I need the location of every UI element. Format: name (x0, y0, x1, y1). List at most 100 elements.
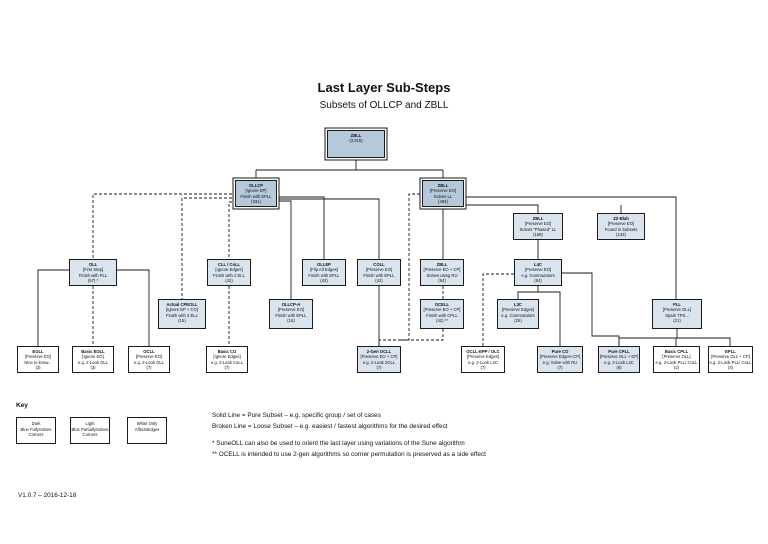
node-line: OCLL-EPP / OLC (466, 349, 500, 354)
node-line: [Preserve Edges+CP] (539, 354, 581, 360)
node-line: COLL (373, 262, 385, 267)
node-line: (21) (673, 318, 681, 324)
node-line: e.g. Commutators (521, 272, 555, 278)
node-line: e.g. 2-Look PLL/ CoLL (655, 359, 698, 365)
node-line: 2-Gen OCLL (366, 349, 392, 354)
dash-ocell-2gen (401, 329, 444, 341)
node-line: (84) (534, 278, 542, 284)
node-line: (7) (557, 365, 563, 371)
key-white: White Only AffectsEdges (127, 417, 167, 444)
node-line: [Preserve EO] (607, 221, 635, 227)
node-line: [Ignore Edges] (213, 354, 241, 360)
node-line: Only Affects (134, 421, 158, 432)
line-l4c-pure-co (538, 291, 561, 346)
node-line: Finish with EPLL (240, 193, 272, 199)
node-line: [Preserve EO] (524, 267, 552, 273)
node-line: Solves using RU (426, 272, 458, 278)
node-line: [Preserve EO + CP] (423, 267, 461, 273)
node-line: Partially (81, 426, 96, 432)
note-broken-line: Broken Line = Loose Subset – e.g. easies… (212, 423, 448, 430)
line-pll-children (618, 329, 731, 346)
node-line: e.g. Solve with RU (542, 359, 578, 365)
node-line: Light Blue (71, 421, 95, 432)
node-line: e.g. 2-Look OLL (133, 359, 165, 365)
node-line: Solves LL (433, 193, 453, 199)
node-line: (43) (320, 278, 328, 284)
node-line: [Preserve EO + CP] (360, 354, 398, 360)
node-line: (3,915) (349, 138, 363, 144)
node-line: e.g. 2-Look L4C (468, 359, 498, 365)
node-coll: COLL[Preserve EO]Finish with EPLL(42) (357, 259, 401, 286)
node-line: Basic CO (217, 349, 237, 354)
page-title: Last Layer Sub-Steps (317, 80, 451, 95)
node-line: EOLL (32, 349, 44, 354)
dash-ollcp-oll (92, 193, 242, 259)
node-actual-cpeoll: Actual CPEOLL[Ignore EP + CO]Finish with… (158, 299, 206, 329)
node-ollcp-a: OLLCP-A[Preserve EO]Finish with EPLL(15) (269, 299, 313, 329)
node-basic-cpll: Basic CPLL[Preserve OLL]e.g. 2-Look PLL/… (653, 346, 700, 373)
node-2gen-ocll: 2-Gen OCLL[Preserve EO + CP]e.g. 2-Look … (357, 346, 401, 373)
node-line: Finish with 2 ELL (166, 312, 198, 318)
node-line: Basic EOLL (81, 349, 105, 354)
node-line: Finish with EPLL (275, 312, 307, 318)
node-line: Basic CPLL (664, 349, 689, 354)
node-line: [Ignore EO] (82, 354, 104, 360)
node-line: EPLL (725, 349, 736, 354)
node-pll: PLL[Preserve OLL]Spark TPS...(21) (652, 299, 702, 329)
node-line: [Preserve EO] (277, 307, 305, 313)
node-line: OLLCP (248, 183, 264, 188)
node-line: ZBLL (532, 216, 544, 221)
key-light-blue: Light Blue PartiallySolves Corners (70, 417, 110, 444)
node-line: OLLEP (317, 262, 331, 267)
node-line: (42) ** (436, 318, 448, 324)
node-line: [Preserve EO] (429, 188, 457, 194)
node-line: Solves Corners (28, 426, 52, 438)
node-line: [Preserve EO] (135, 354, 163, 360)
node-line: (133) (616, 232, 626, 238)
node-zbll: ZBLL[Preserve EO]Solves LL(493) (422, 180, 464, 207)
node-line: Fully (30, 426, 39, 432)
line-ollcp-a (277, 200, 292, 299)
node-line: [Preserve OLL + CP] (711, 354, 750, 360)
dash-ollcp-cll (228, 201, 242, 259)
node-line: [Preserve Edges] (466, 354, 500, 360)
node-line: OCLL (143, 349, 155, 354)
node-line: [First Step] (82, 267, 104, 273)
node-epll: EPLL[Preserve OLL + CP]e.g. 2-Look PLL/ … (708, 346, 753, 373)
node-eoll: EOLL[Preserve EO]Nice to know...(3) (17, 346, 59, 373)
node-line: e.g. 2-Look 2GLL (362, 359, 396, 365)
line-top (255, 158, 444, 180)
node-line: (331) (251, 199, 261, 205)
node-line: [Preserve EO + CP] (423, 307, 461, 313)
node-line: Pure CO (551, 349, 569, 354)
node-line: ZBLL (350, 133, 362, 138)
node-ocll-epp: OCLL-EPP / OLC[Preserve Edges]e.g. 2-Loo… (461, 346, 505, 373)
node-line: Spark TPS... (665, 312, 689, 318)
node-line: ZZ-Blah (613, 216, 629, 221)
node-line: (169) (533, 232, 543, 238)
node-line: (4) (727, 365, 734, 371)
node-line: Pure CPLL (608, 349, 630, 354)
node-line: (3) (90, 365, 96, 371)
node-line: e.g. Commutators (501, 312, 535, 318)
node-line: (42) (225, 278, 233, 284)
page-subtitle: Subsets of OLLCP and ZBLL (319, 100, 449, 111)
node-line: Finish with EPLL (363, 272, 395, 278)
node-line: Solves "Phased" LL (519, 226, 557, 232)
node-pure-cpll: Pure CPLL[Preserve OLL + EP]e.g. 2-Look … (598, 346, 640, 373)
version-label: V1.0.7 – 2016-12-18 (18, 492, 77, 499)
node-line: (26) (514, 318, 522, 324)
node-line: ZBLL (436, 262, 448, 267)
node-line: [Flip All Edges] (310, 267, 338, 273)
node-line: [Preserve EO] (524, 221, 552, 227)
node-line: ZBLL (437, 183, 449, 188)
node-line: [Preserve OLL] (662, 354, 691, 360)
line-zbll-phased (464, 204, 539, 213)
node-line: e.g. 2-Look L4C (604, 359, 634, 365)
node-line: e.g. 2-Look CoLL (210, 359, 244, 365)
node-ocell: OCELL[Preserve EO + CP]Finish with CPLL(… (420, 299, 464, 329)
node-line: (15) (287, 318, 295, 324)
node-line: [Preserve Edges] (501, 307, 535, 313)
